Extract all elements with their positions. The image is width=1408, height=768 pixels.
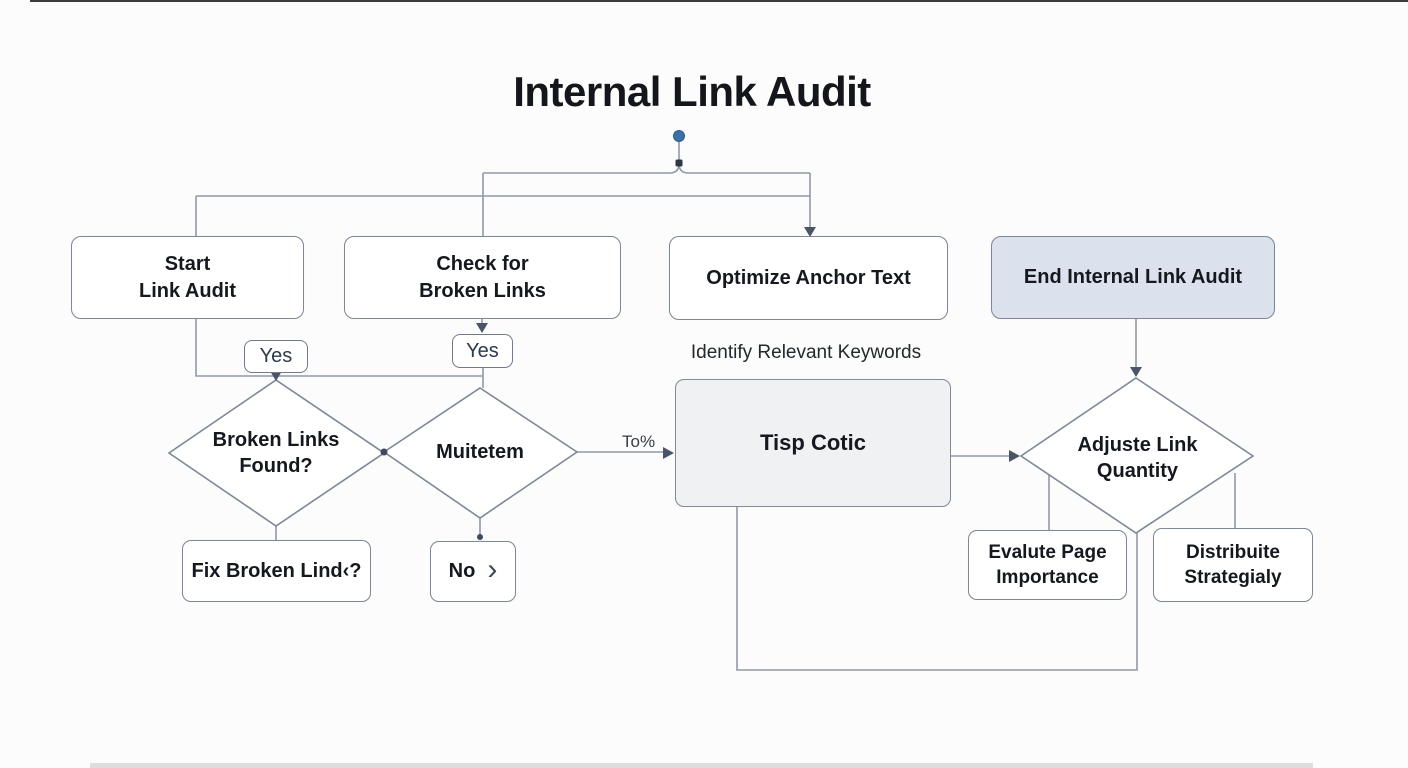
chevron-right-icon: ›	[487, 552, 498, 586]
node-no: No ›	[430, 541, 516, 602]
image-bottom-border	[90, 763, 1313, 768]
image-top-border	[30, 0, 1408, 2]
diamond-label-text: Adjuste Link Quantity	[1077, 434, 1198, 482]
arrowhead-into-optimize	[804, 227, 816, 237]
node-label: Tisp Cotic	[760, 430, 866, 456]
node-end-internal-link-audit: End Internal Link Audit	[991, 236, 1275, 319]
node-label: Optimize Anchor Text	[706, 266, 911, 289]
node-fix-broken-links: Fix Broken Lind‹?	[182, 540, 371, 602]
node-label: Fix Broken Lind‹?	[191, 559, 362, 582]
diamond-join-dot	[380, 448, 388, 456]
node-label: End Internal Link Audit	[1023, 266, 1243, 289]
no-box-join-dot	[477, 534, 483, 540]
node-label: No	[448, 560, 476, 583]
connector-origin-dot	[673, 130, 685, 142]
yes-label-text: Yes	[259, 345, 293, 367]
arrowhead-into-tisp	[663, 447, 674, 459]
title-branch-line	[483, 163, 810, 174]
node-evaluate-page-importance: Evalute Page Importance	[968, 530, 1127, 600]
arrowhead-into-yes-right	[476, 323, 488, 333]
diamond-label-mutetem: Muitetem	[395, 432, 565, 472]
arrowhead-into-adjust	[1130, 367, 1142, 377]
yes-label-text: Yes	[466, 339, 499, 362]
diamond-label-text: Muitetem	[436, 441, 524, 463]
node-label: Distribuite Strategialy	[1184, 541, 1282, 588]
node-tisp-cotic: Tisp Cotic	[675, 379, 951, 507]
yes-label-left: Yes	[244, 340, 308, 373]
node-label: Check for Broken Links	[419, 253, 546, 302]
node-label: Start Link Audit	[138, 253, 237, 302]
diagram-title: Internal Link Audit	[513, 68, 871, 115]
diamond-label-text: Broken Links Found?	[212, 429, 340, 477]
diamond-label-broken-links-found: Broken Links Found?	[171, 415, 381, 491]
yes-label-right: Yes	[452, 334, 513, 368]
adjust-link-quantity-diamond	[1019, 377, 1255, 534]
diamond-label-adjust-link-quantity: Adjuste Link Quantity	[1040, 420, 1235, 496]
node-check-broken-links: Check for Broken Links	[344, 236, 621, 319]
node-start-link-audit: Start Link Audit	[71, 236, 304, 319]
to-percent-label: To%	[622, 432, 656, 451]
identify-keywords-label: Identify Relevant Keywords	[690, 342, 922, 363]
arrowhead-into-broken-links	[270, 371, 282, 381]
arrowheads	[270, 227, 1142, 462]
node-distribute-strategically: Distribuite Strategialy	[1153, 528, 1313, 602]
arrowhead-into-adjust-left	[1009, 450, 1020, 462]
mutetem-diamond	[382, 387, 579, 519]
decision-diamonds	[167, 377, 1255, 534]
node-optimize-anchor-text: Optimize Anchor Text	[669, 236, 948, 320]
feedback-loop-line	[736, 507, 1138, 671]
broken-links-found-diamond	[167, 379, 386, 527]
junction-square-dot	[675, 159, 683, 167]
node-label: Evalute Page Importance	[988, 541, 1107, 588]
